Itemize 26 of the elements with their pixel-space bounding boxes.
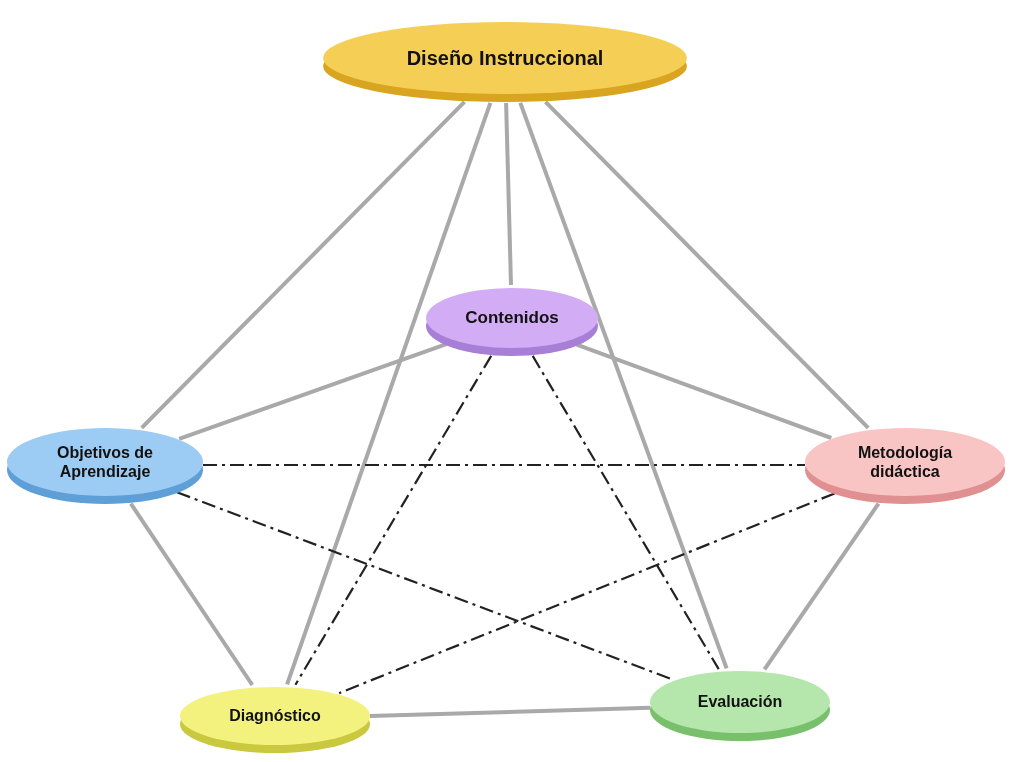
node-label: Objetivos de Aprendizaje [56,442,154,482]
node-label: Evaluación [697,692,783,712]
ellipse-node [323,22,687,102]
ellipse-node [7,428,203,504]
connector-line [504,102,513,286]
connector-line [762,502,881,671]
connector-line [576,342,832,440]
connector-line [518,102,729,670]
connector-line [369,705,651,719]
ellipse-node [650,671,830,741]
node-label: Diagnóstico [229,706,321,726]
connector-line [285,102,493,685]
ellipse-node [180,687,370,753]
dash-dot-line [531,355,720,670]
node-label: Contenidos [465,307,559,329]
node-label: Metodología didáctica [856,442,954,482]
ellipse-node [426,288,598,356]
dash-dot-line [203,463,805,467]
ellipse-node [805,428,1005,504]
node-label: Diseño Instruccional [406,46,604,70]
connector-line [544,100,870,430]
dash-dot-line [338,492,835,695]
connector-line [140,100,466,430]
connector-line [129,502,254,687]
connector-line [178,342,447,441]
dash-dot-line [294,355,493,686]
